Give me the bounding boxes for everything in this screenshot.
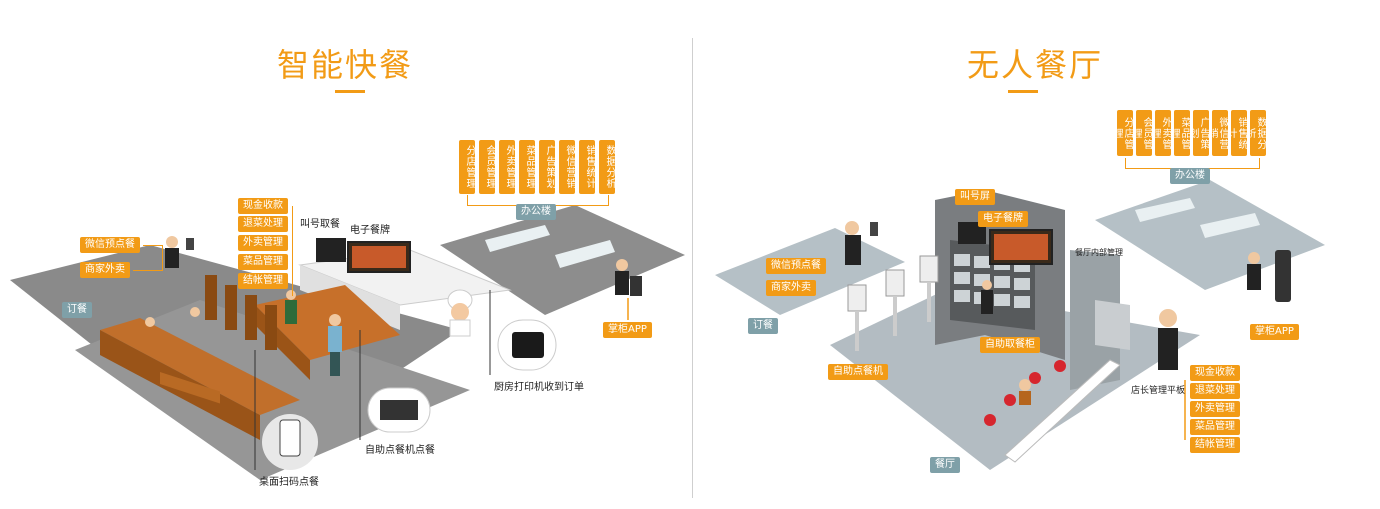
boss-app-tag: 掌柜APP — [1250, 324, 1299, 340]
kiosk — [847, 284, 867, 312]
takeout-tag: 商家外卖 — [80, 262, 130, 278]
order-area-label: 订餐 — [748, 318, 778, 334]
manager-tag: 现金收款 — [1190, 365, 1240, 381]
smart-fastfood-panel: 智能快餐 — [10, 46, 685, 488]
office-col: 广告策划 — [539, 140, 555, 194]
menu-board-tag: 电子餐牌 — [978, 211, 1028, 227]
manager-tag: 外卖管理 — [1190, 401, 1240, 417]
cashier-tag: 菜品管理 — [238, 254, 288, 270]
cashier-tag: 结帐管理 — [238, 273, 288, 289]
office-col: 会员管理 — [479, 140, 495, 194]
dining-table — [160, 371, 220, 404]
office-col: 数据分析 — [1244, 110, 1266, 156]
fastfood-illustration — [10, 205, 685, 480]
office-col: 广告策划 — [1187, 110, 1209, 156]
office-desk — [1135, 198, 1195, 222]
call-screen-tag: 叫号屏 — [955, 189, 995, 205]
pickup-locker-tag: 自助取餐柜 — [980, 337, 1040, 353]
manager-tag: 菜品管理 — [1190, 419, 1240, 435]
panel-title: 无人餐厅 — [966, 46, 1103, 84]
title-underline — [335, 90, 365, 93]
office-col: 外卖管理 — [499, 140, 515, 194]
menu-board-screen — [316, 238, 346, 262]
kiosk-tag: 自助点餐机 — [828, 364, 888, 380]
dining-area-label: 餐厅 — [930, 457, 960, 473]
unmanned-restaurant-panel: 无人餐厅 — [690, 0, 1380, 509]
cashier-tag: 现金收款 — [238, 198, 288, 214]
wechat-preorder-tag: 微信预点餐 — [80, 237, 140, 253]
panel-divider — [692, 38, 693, 498]
office-label: 办公楼 — [516, 204, 556, 220]
office-col: 分店管理 — [1111, 110, 1133, 156]
menu-board-label: 电子餐牌 — [350, 225, 390, 236]
office-col: 销售统计 — [579, 140, 595, 194]
boss-phone — [1275, 250, 1291, 302]
office-col: 微信营销 — [559, 140, 575, 194]
cashier-tag: 外卖管理 — [238, 235, 288, 251]
office-col: 销售统计 — [1225, 110, 1247, 156]
manager-tag: 结帐管理 — [1190, 437, 1240, 453]
call-screen — [958, 222, 986, 244]
kitchen-label: 餐厅内部管理 — [1075, 248, 1123, 257]
takeout-tag: 商家外卖 — [766, 280, 816, 296]
office-col: 数据分析 — [599, 140, 615, 194]
scan-label: 桌面扫码点餐 — [259, 477, 319, 488]
panel-title: 智能快餐 — [276, 46, 413, 84]
manager-tablet-label: 店长管理平板 — [1131, 386, 1186, 396]
cashier-tag: 退菜处理 — [238, 216, 288, 232]
bar-counter — [1004, 359, 1121, 463]
person-manager — [166, 236, 178, 248]
office-col: 外卖管理 — [1149, 110, 1171, 156]
office-col: 菜品管理 — [519, 140, 535, 194]
unmanned-illustration — [715, 180, 1325, 470]
office-label: 办公楼 — [1170, 168, 1210, 184]
office-col: 菜品管理 — [1168, 110, 1190, 156]
booth-seat — [100, 318, 300, 415]
boss-app-tag: 掌柜APP — [603, 322, 652, 338]
person-manager — [845, 221, 859, 235]
kiosk-label: 自助点餐机点餐 — [365, 445, 435, 456]
office-col: 微信营销 — [1206, 110, 1228, 156]
call-number-label: 叫号取餐 — [300, 219, 340, 230]
office-desk — [485, 225, 550, 252]
title-underline — [1008, 90, 1038, 93]
office-col: 会员管理 — [1130, 110, 1152, 156]
office-col: 分店管理 — [459, 140, 475, 194]
printer-label: 厨房打印机收到订单 — [494, 382, 584, 393]
order-area-label: 订餐 — [62, 302, 92, 318]
manager-tag: 退菜处理 — [1190, 383, 1240, 399]
wechat-preorder-tag: 微信预点餐 — [766, 258, 826, 274]
